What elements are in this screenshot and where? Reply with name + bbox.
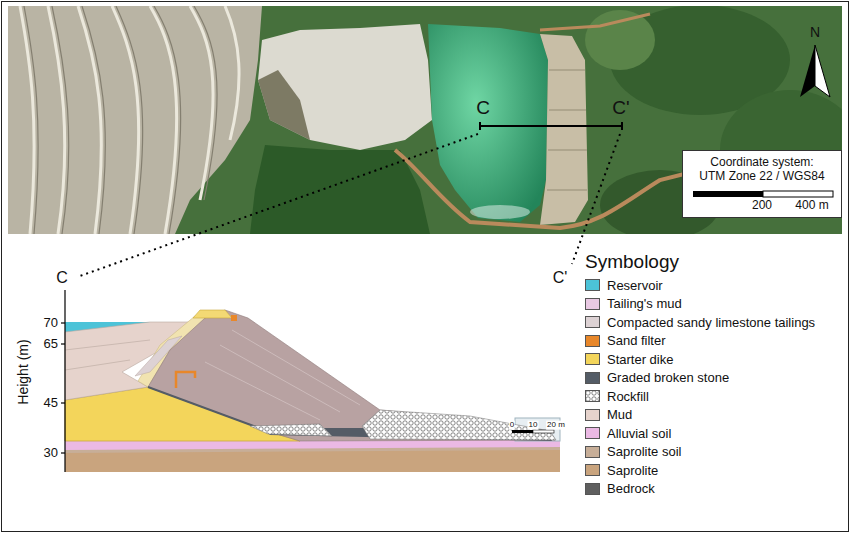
legend-title: Symbology <box>585 252 679 273</box>
tick-label: 45 <box>44 396 58 410</box>
legend-swatch <box>585 483 600 495</box>
road <box>540 14 650 30</box>
box-text: Coordinate system: UTM Zone 22 / WGS84 <box>692 151 832 183</box>
legend-label: Bedrock <box>607 481 655 496</box>
section-tick <box>479 122 481 130</box>
legend-item: Sand filter <box>585 332 815 351</box>
legend-swatch <box>585 353 600 365</box>
legend-label: Rockfill <box>607 389 649 404</box>
legend-swatch <box>585 279 600 291</box>
leader-line <box>80 134 478 276</box>
crest <box>193 310 232 318</box>
height-axis <box>64 290 65 472</box>
north-arrow <box>815 45 830 97</box>
legend-item: Rockfill <box>585 387 815 406</box>
leader-line <box>572 134 620 264</box>
mud-layers <box>65 340 150 370</box>
section-end-label: C' <box>612 98 629 119</box>
legend-label: Graded broken stone <box>607 370 729 385</box>
legend-label: Saprolite <box>607 463 658 478</box>
legend-swatch <box>585 409 600 421</box>
dam-berms <box>547 70 587 190</box>
scale-label: 0 <box>509 421 515 430</box>
dam <box>540 34 588 225</box>
tick-label: 70 <box>44 316 58 330</box>
legend-item: Mud <box>585 406 815 425</box>
scale-segment <box>693 191 763 197</box>
rockfill <box>362 410 556 440</box>
legend-item: Tailing's mud <box>585 295 815 314</box>
alluvial-soil <box>65 440 560 450</box>
sand-filter <box>231 315 237 321</box>
legend-swatch <box>585 446 600 458</box>
legend-label: Alluvial soil <box>607 426 671 441</box>
scale-bar <box>533 430 554 433</box>
legend: ReservoirTailing's mudCompacted sandy li… <box>585 276 815 498</box>
dam-body <box>148 310 555 441</box>
road <box>395 150 700 228</box>
axis-title: Height (m) <box>16 339 31 404</box>
section-tick <box>621 122 623 130</box>
legend-swatch <box>585 316 600 328</box>
rockfill <box>250 424 332 436</box>
tick-label: 30 <box>44 446 58 460</box>
legend-label: Tailing's mud <box>607 296 682 311</box>
bench-lines <box>20 6 239 234</box>
legend-swatch <box>585 464 600 476</box>
scale-label: 10 <box>528 421 539 430</box>
foam <box>470 205 530 219</box>
legend-item: Saprolite soil <box>585 443 815 462</box>
legend-item: Reservoir <box>585 276 815 295</box>
legend-item: Graded broken stone <box>585 369 815 388</box>
legend-label: Mud <box>607 407 632 422</box>
section-end-label: C <box>56 269 68 287</box>
scale-bar <box>512 430 533 433</box>
sand-filter <box>176 372 195 388</box>
dam-layers <box>205 330 360 420</box>
reservoir <box>428 24 548 222</box>
axis-ticks <box>61 323 65 453</box>
mine-benches <box>8 6 262 234</box>
legend-label: Sand filter <box>607 333 666 348</box>
legend-swatch <box>585 335 600 347</box>
scale-segment <box>763 191 833 197</box>
legend-item: Starter dike <box>585 350 815 369</box>
tailings-beach <box>258 24 432 150</box>
scale-label: 20 m <box>546 421 566 430</box>
forest <box>8 6 842 234</box>
legend-pattern-swatch <box>585 390 600 402</box>
legend-item: Saprolite <box>585 461 815 480</box>
wet-tailings <box>258 70 310 140</box>
legend-swatch <box>585 427 600 439</box>
legend-label: Starter dike <box>607 352 673 367</box>
north-label: N <box>810 25 820 40</box>
cross-section <box>61 290 560 472</box>
scale-label: 400 m <box>795 199 828 212</box>
tick-label: 65 <box>44 337 58 351</box>
legend-swatch <box>585 298 600 310</box>
section-end-label: C' <box>553 269 568 287</box>
legend-item: Alluvial soil <box>585 424 815 443</box>
legend-label: Reservoir <box>607 278 663 293</box>
scale-label: 200 <box>752 199 772 212</box>
north-arrow <box>800 45 815 97</box>
section-line <box>480 125 622 127</box>
forest <box>585 10 655 70</box>
legend-label: Compacted sandy limestone tailings <box>607 315 815 330</box>
legend-swatch <box>585 372 600 384</box>
graded-broken-stone <box>148 387 270 432</box>
legend-item: Bedrock <box>585 480 815 499</box>
satellite-map <box>8 6 842 234</box>
legend-label: Saprolite soil <box>607 444 681 459</box>
section-end-label: C <box>476 98 490 119</box>
legend-item: Compacted sandy limestone tailings <box>585 313 815 332</box>
